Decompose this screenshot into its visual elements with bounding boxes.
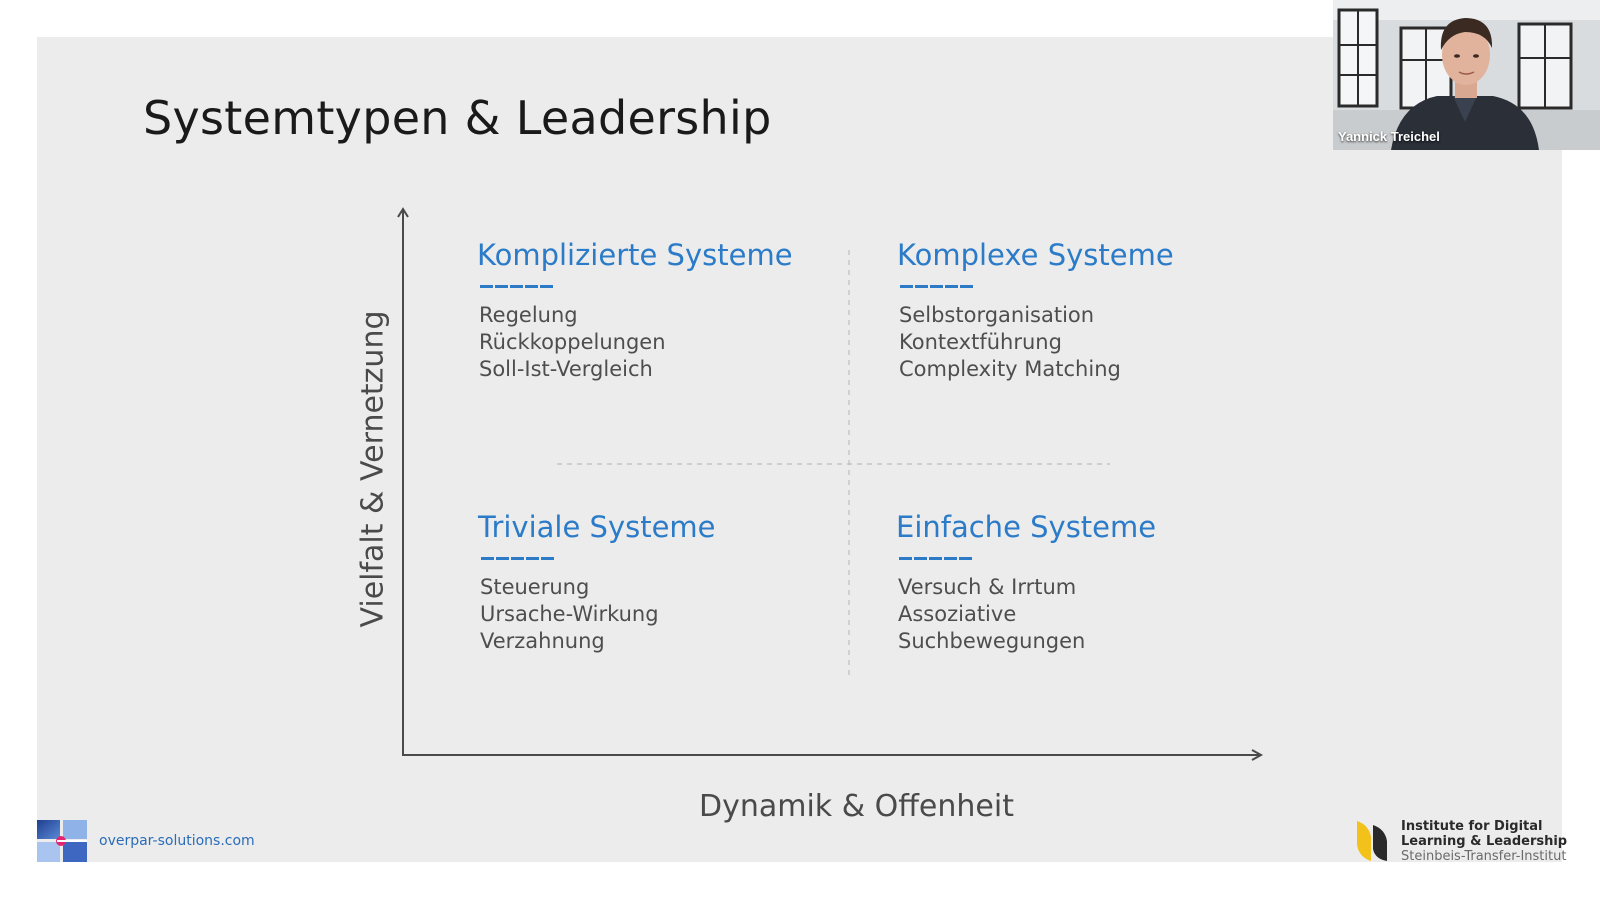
participant-video-tile[interactable]: Yannick Treichel: [1333, 0, 1600, 150]
video-frame: [1333, 0, 1600, 150]
quadrant-underline: [899, 557, 1156, 560]
quadrant-complex: Komplexe Systeme Selbstorganisation Kont…: [897, 237, 1174, 383]
institute-logo-icon: [1355, 819, 1389, 865]
quadrant-item: Kontextführung: [899, 330, 1062, 354]
quadrant-trivial: Triviale Systeme Steuerung Ursache-Wirku…: [478, 509, 716, 655]
institute-text: Institute for Digital Learning & Leaders…: [1401, 819, 1567, 864]
quadrant-item: Complexity Matching: [899, 357, 1121, 381]
quadrant-complicated: Komplizierte Systeme Regelung Rückkoppel…: [477, 237, 793, 383]
y-axis-label: Vielfalt & Vernetzung: [355, 310, 391, 628]
footer-brand: overpar-solutions.com: [37, 820, 255, 862]
quadrant-item: Verzahnung: [480, 629, 605, 653]
quadrant-title: Komplexe Systeme: [897, 238, 1174, 272]
quadrant-item: Assoziative: [898, 602, 1017, 626]
quadrant-diagram: [397, 207, 1264, 761]
quadrant-item: Regelung: [479, 303, 578, 327]
quadrant-underline: [480, 285, 793, 288]
quadrant-title: Komplizierte Systeme: [477, 238, 793, 272]
quadrant-item: Selbstorganisation: [899, 303, 1095, 327]
quadrant-items: Versuch & Irrtum Assoziative Suchbewegun…: [898, 574, 1156, 655]
website-link[interactable]: overpar-solutions.com: [99, 833, 255, 849]
quadrant-item: Steuerung: [480, 575, 590, 599]
overpar-logo-icon: [37, 820, 87, 862]
quadrant-items: Selbstorganisation Kontextführung Comple…: [899, 302, 1174, 383]
institute-line-2: Learning & Leadership: [1401, 834, 1568, 849]
quadrant-items: Regelung Rückkoppelungen Soll-Ist-Vergle…: [479, 302, 793, 383]
quadrant-item: Suchbewegungen: [898, 629, 1086, 653]
quadrant-underline: [900, 285, 1174, 288]
quadrant-item: Rückkoppelungen: [479, 330, 666, 354]
quadrant-items: Steuerung Ursache-Wirkung Verzahnung: [480, 574, 716, 655]
participant-name: Yannick Treichel: [1338, 129, 1440, 144]
y-axis-arrowhead: [397, 207, 409, 218]
quadrant-item: Ursache-Wirkung: [480, 602, 659, 626]
quadrant-underline: [481, 557, 716, 560]
presentation-slide: Systemtypen & Leadership Vielfalt & Vern…: [37, 37, 1567, 864]
institute-line-3: Steinbeis-Transfer-Institut: [1401, 849, 1567, 864]
institute-brand: Institute for Digital Learning & Leaders…: [1355, 819, 1567, 865]
quadrant-item: Versuch & Irrtum: [898, 575, 1077, 599]
institute-line-1: Institute for Digital: [1401, 819, 1543, 834]
x-axis-label: Dynamik & Offenheit: [699, 789, 1014, 824]
slide-title: Systemtypen & Leadership: [143, 91, 772, 145]
quadrant-item: Soll-Ist-Vergleich: [479, 357, 653, 381]
x-axis-arrowhead: [1251, 749, 1264, 761]
quadrant-simple: Einfache Systeme Versuch & Irrtum Assozi…: [896, 509, 1156, 655]
quadrant-title: Triviale Systeme: [478, 510, 716, 544]
quadrant-title: Einfache Systeme: [896, 510, 1157, 544]
